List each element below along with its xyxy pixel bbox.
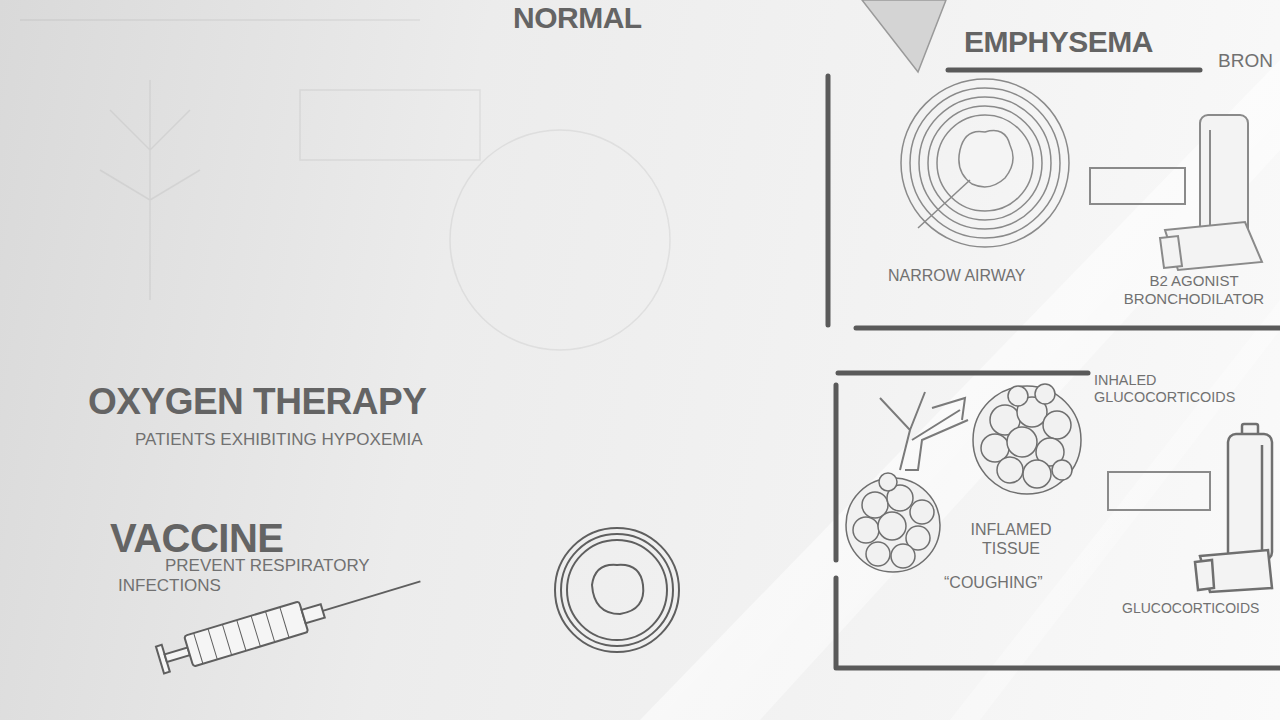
panel-outline	[834, 385, 839, 560]
down-arrow	[862, 0, 946, 72]
faint-background-sketch	[100, 80, 200, 300]
airway-cross-section	[901, 79, 1069, 247]
syringe	[194, 607, 289, 664]
inhaler	[1160, 236, 1182, 268]
alveoli-cluster	[1008, 386, 1028, 406]
syringe	[323, 581, 421, 610]
syringe	[184, 601, 308, 666]
airway-cross-section	[919, 97, 1051, 229]
glare	[640, 60, 1280, 720]
treatment-note: PREVENT RESPIRATORY INFECTIONS	[118, 556, 418, 597]
syringe	[165, 647, 190, 662]
airway-cross-section	[910, 88, 1060, 238]
alveoli-cluster	[866, 542, 890, 566]
treatment-note: PATIENTS EXHIBITING HYPOXEMIA	[135, 430, 422, 450]
airway-cross-section	[567, 540, 667, 640]
alveoli-cluster	[997, 457, 1023, 483]
alveoli-cluster	[973, 386, 1081, 494]
panel-heading: INHALED GLUCOCORTICOIDS	[1094, 372, 1274, 407]
treatment-heading: OXYGEN THERAPY	[88, 380, 426, 424]
inhaler	[1195, 424, 1272, 592]
airway-cross-section	[555, 528, 679, 652]
bronchial-tree	[880, 392, 968, 470]
panel-outline	[948, 68, 1200, 73]
panel-outline	[828, 70, 1280, 668]
figure-label: NARROW AIRWAY	[888, 266, 1026, 285]
faint-background-sketch	[20, 20, 670, 350]
airway-cross-section	[918, 180, 970, 228]
bronchitis-panel: INHALED GLUCOCORTICOIDS INFLAMED TISSUE “C…	[834, 368, 1280, 672]
alveoli-cluster	[853, 517, 879, 543]
syringe	[302, 604, 325, 623]
alveoli-cluster	[1023, 460, 1051, 488]
equals-sign	[1090, 168, 1210, 510]
inhaler	[1228, 434, 1272, 560]
treatment-heading: VACCINE	[110, 514, 284, 562]
inhaler	[1195, 560, 1214, 590]
faint-background-sketch	[20, 19, 420, 21]
alveoli-cluster	[910, 500, 934, 524]
alveoli-cluster	[1007, 427, 1037, 457]
equals-sign	[1108, 472, 1210, 510]
alveoli-cluster	[878, 512, 906, 540]
emphysema-panel: EMPHYSEMA NARROW AIRWAY B2 AGONIST BRONCHO…	[826, 20, 1280, 332]
glare	[950, 300, 1280, 720]
inhaler	[1160, 115, 1262, 270]
panel-outline	[834, 578, 839, 668]
bronchial-tree	[880, 392, 968, 470]
airway-cross-section	[561, 534, 673, 646]
down-arrow	[862, 0, 946, 72]
alveoli-cluster	[879, 473, 897, 491]
inhaler	[1261, 445, 1264, 550]
faint-background-sketch	[450, 130, 670, 350]
panel-outline	[838, 371, 1088, 376]
figure-label: GLUCOCORTICOIDS	[1122, 600, 1259, 617]
panel-outline	[856, 326, 1280, 331]
airway-cross-section	[592, 565, 643, 614]
section-heading: BRON	[1218, 50, 1273, 73]
figure-label: “COUGHING”	[944, 573, 1043, 592]
airway-cross-section	[555, 528, 679, 652]
figure-label: INFLAMED TISSUE	[946, 520, 1076, 558]
panel-outline	[826, 76, 831, 325]
faint-background-sketch	[300, 90, 480, 160]
alveoli-cluster	[1043, 411, 1071, 439]
alveoli-cluster	[891, 544, 915, 568]
alveoli-cluster	[846, 473, 940, 572]
figure-label: B2 AGONIST BRONCHODILATOR	[1114, 272, 1274, 308]
panel-outline	[838, 666, 1280, 671]
panel-heading: EMPHYSEMA	[964, 24, 1153, 60]
bronchial-tree	[932, 398, 965, 420]
alveoli-cluster	[1052, 460, 1072, 480]
airway-cross-section	[959, 131, 1013, 187]
alveoli-cluster	[1035, 384, 1055, 404]
alveoli-cluster	[973, 384, 1081, 494]
alveoli-cluster	[846, 478, 940, 572]
glare	[640, 60, 1280, 720]
section-heading: NORMAL	[513, 0, 642, 36]
airway-cross-section	[901, 79, 1069, 247]
inhaler	[1209, 130, 1211, 230]
equals-sign	[1090, 168, 1185, 204]
